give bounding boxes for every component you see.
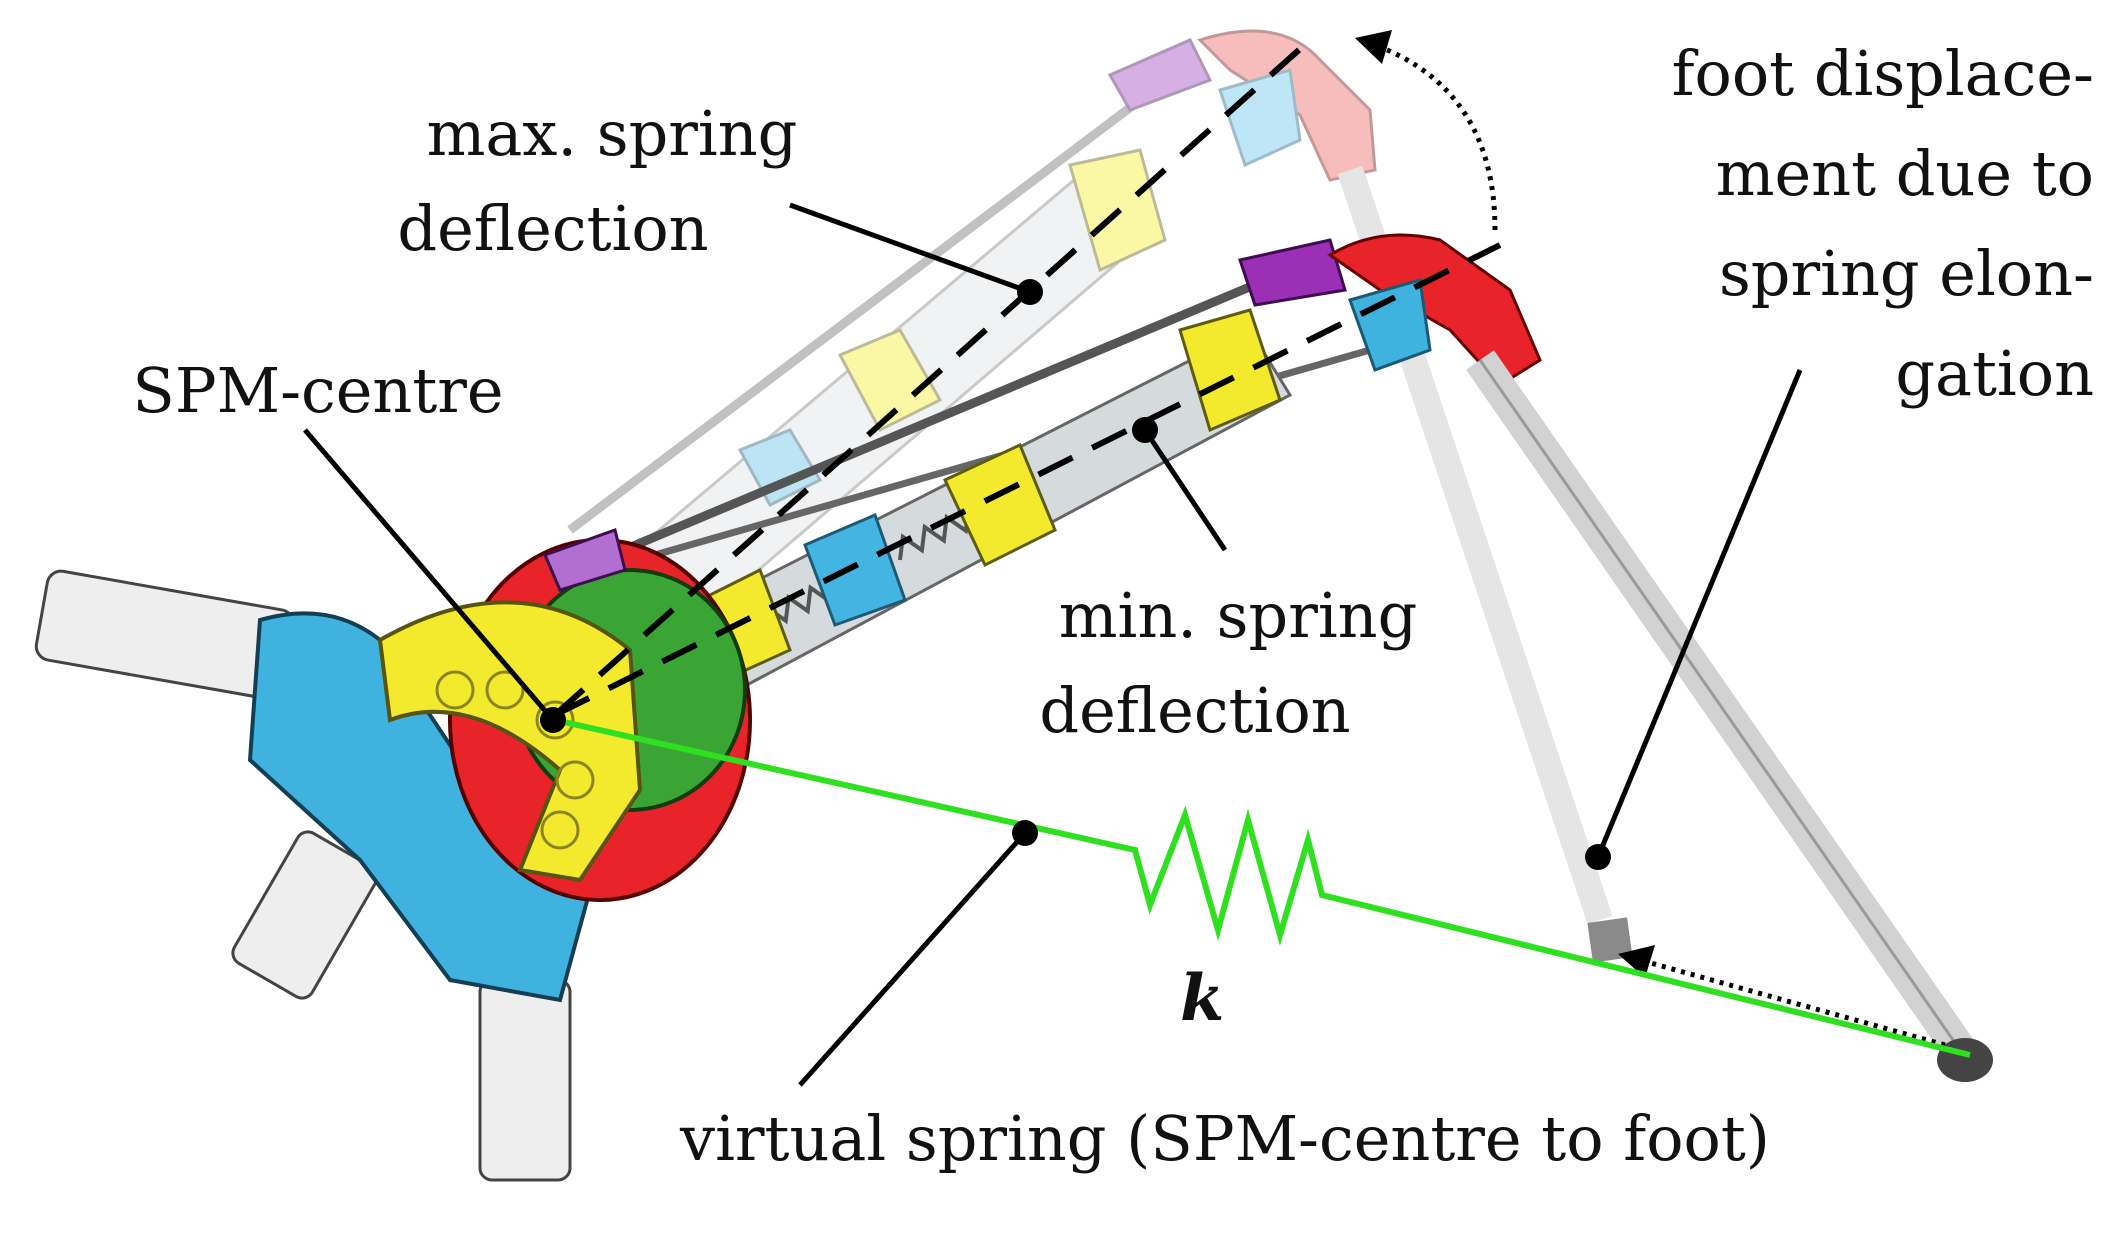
max-spring-label-line2: deflection: [397, 192, 708, 265]
spm-hip-mechanism: [34, 528, 752, 1182]
virtual-spring-label: virtual spring (SPM-centre to foot): [679, 1102, 1770, 1175]
min-spring-label-line1: min. spring: [1059, 579, 1418, 652]
min-spring-label-line2: deflection: [1039, 674, 1350, 747]
max-deflection-axis: [553, 37, 1312, 718]
max-spring-label-line1: max. spring: [427, 97, 798, 170]
spm-centre-label: SPM-centre: [132, 354, 503, 427]
min-deflection-leg: [598, 233, 1993, 1082]
foot-displacement-label-line1: foot displace-: [1672, 37, 2094, 110]
foot-displacement-arrow: [1618, 945, 1946, 1048]
spring-constant-label: k: [1180, 961, 1224, 1036]
virtual-spring: [554, 717, 1971, 1058]
foot-displacement-label-line4: gation: [1895, 337, 2094, 410]
foot-displacement-label-line3: spring elon-: [1719, 237, 2094, 310]
leg-rotation-arrow: [1355, 30, 1498, 231]
callouts: [303, 202, 1803, 1087]
foot-displacement-label-line2: ment due to: [1716, 137, 2094, 210]
